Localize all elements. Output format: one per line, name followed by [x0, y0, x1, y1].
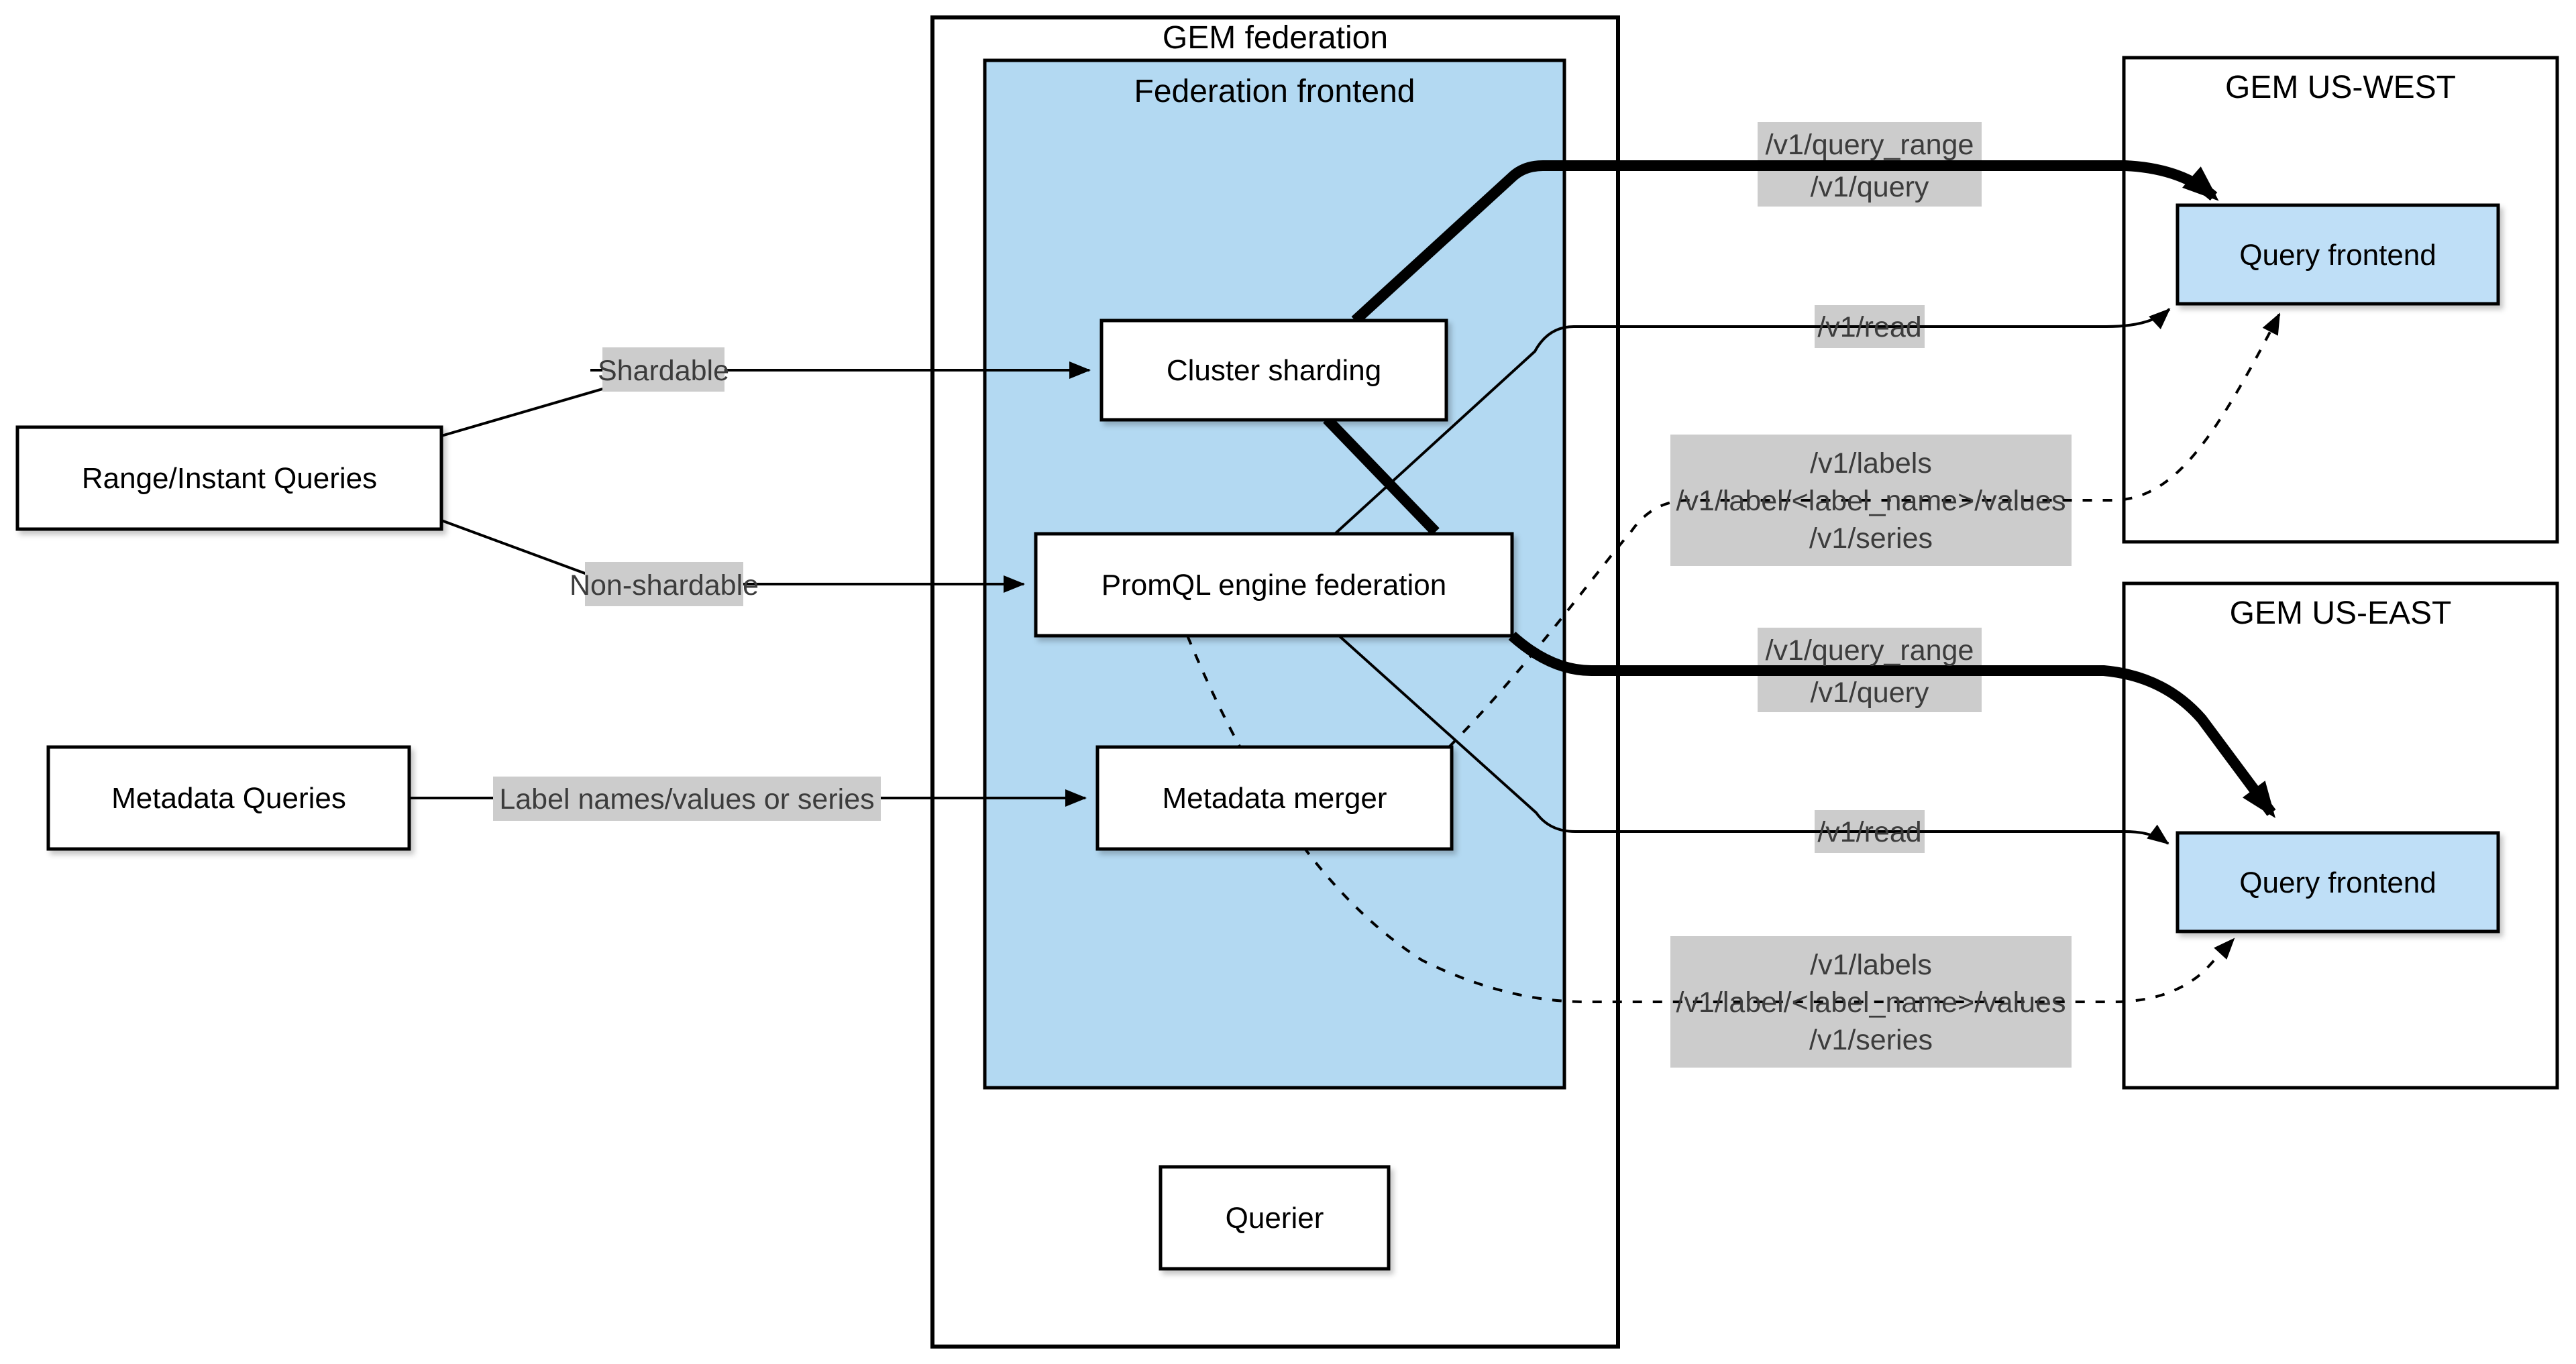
api-label-query-west: /v1/query [1811, 171, 1929, 203]
gem-us-east-title: GEM US-EAST [2230, 595, 2452, 631]
node-query-frontend-east [2176, 831, 2500, 933]
edge-label-label-names: Label names/values or series [499, 783, 874, 815]
api-label-read-west: /v1/read [1817, 311, 1921, 343]
api-label-label-values-east: /v1/label/<label_name>/values [1676, 986, 2066, 1019]
node-label-cluster-sharding: Cluster sharding [1167, 354, 1381, 387]
node-label-query-frontend-west: Query frontend [2239, 239, 2436, 272]
edge-dashed-labels-west [1448, 312, 2281, 748]
node-metadata-queries [46, 745, 411, 851]
node-metadata-merger [1095, 745, 1454, 851]
node-label-metadata-queries: Metadata Queries [111, 782, 346, 815]
node-label-query-frontend-east: Query frontend [2239, 866, 2436, 899]
api-label-read-east: /v1/read [1817, 816, 1921, 848]
edge-thick-query-west [1351, 160, 2219, 325]
edge-read-west [1334, 308, 2171, 535]
node-query-frontend-west [2176, 203, 2500, 306]
edge-label-bg-shardable [602, 347, 724, 392]
node-label-range-instant-queries: Range/Instant Queries [82, 462, 377, 495]
edge-label-bg-non-shardable [585, 562, 743, 606]
node-promql-engine-federation [1034, 532, 1514, 638]
edge-label-non-shardable: Non-shardable [570, 569, 759, 602]
edge-dashed-labels-east [1186, 635, 2235, 1003]
api-label-query-east: /v1/query [1811, 677, 1929, 709]
gem-federation-title: GEM federation [1163, 20, 1388, 56]
edge-label-bg-label-names [493, 777, 881, 821]
node-cluster-sharding [1099, 319, 1448, 422]
api-label-series-east: /v1/series [1809, 1024, 1933, 1056]
edge-thick-sharding-to-promql [1323, 415, 1440, 536]
node-querier [1159, 1165, 1391, 1271]
api-label-label-values-west: /v1/label/<label_name>/values [1676, 485, 2066, 517]
edge-read-east [1338, 634, 2169, 845]
api-label-series-west: /v1/series [1809, 522, 1933, 555]
api-label-labels-east: /v1/labels [1810, 949, 1932, 981]
node-range-instant-queries [15, 425, 443, 531]
node-label-promql-engine-federation: PromQL engine federation [1102, 569, 1446, 602]
api-label-labels-west: /v1/labels [1810, 447, 1932, 479]
node-label-metadata-merger: Metadata merger [1162, 782, 1387, 815]
federation-frontend-title: Federation frontend [1134, 74, 1415, 109]
node-label-querier: Querier [1226, 1202, 1324, 1235]
api-label-query-range-west: /v1/query_range [1766, 129, 1974, 161]
edge-shardable-slant [441, 386, 608, 437]
api-label-query-range-east: /v1/query_range [1766, 634, 1974, 667]
edge-thick-query-east [1508, 632, 2276, 819]
edge-label-shardable: Shardable [598, 355, 729, 387]
edge-non-shardable-slant [441, 519, 606, 582]
gem-us-west-title: GEM US-WEST [2225, 70, 2456, 105]
